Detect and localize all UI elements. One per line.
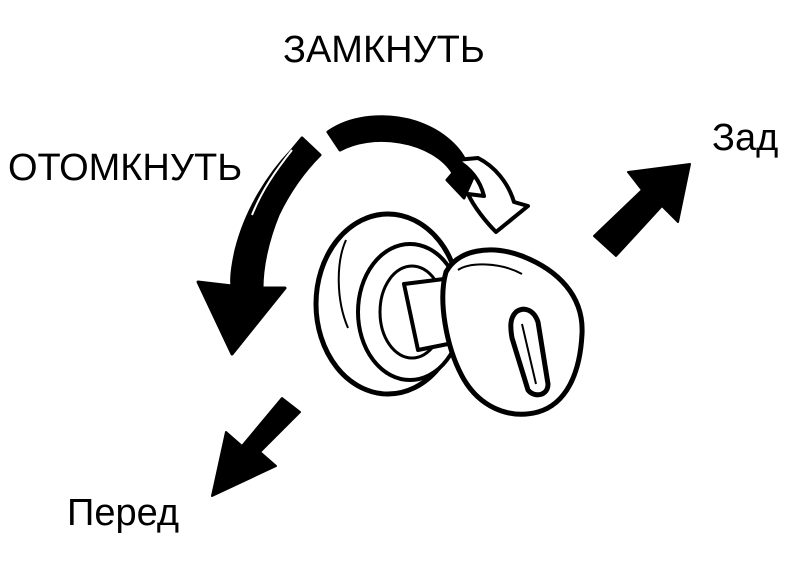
front-label: Перед (67, 492, 180, 534)
lock-cylinder-icon (313, 211, 464, 397)
unlock-label: ОТОМКНУТЬ (8, 147, 243, 189)
lock-label: ЗАМКНУТЬ (283, 29, 485, 71)
curved-arrow-clockwise-icon (326, 115, 530, 234)
key-icon (440, 247, 585, 417)
curved-arrow-counterclockwise-icon (196, 136, 322, 356)
rear-label: Зад (712, 117, 779, 159)
arrow-up-right-icon (593, 163, 691, 257)
arrow-down-left-icon (211, 397, 301, 497)
